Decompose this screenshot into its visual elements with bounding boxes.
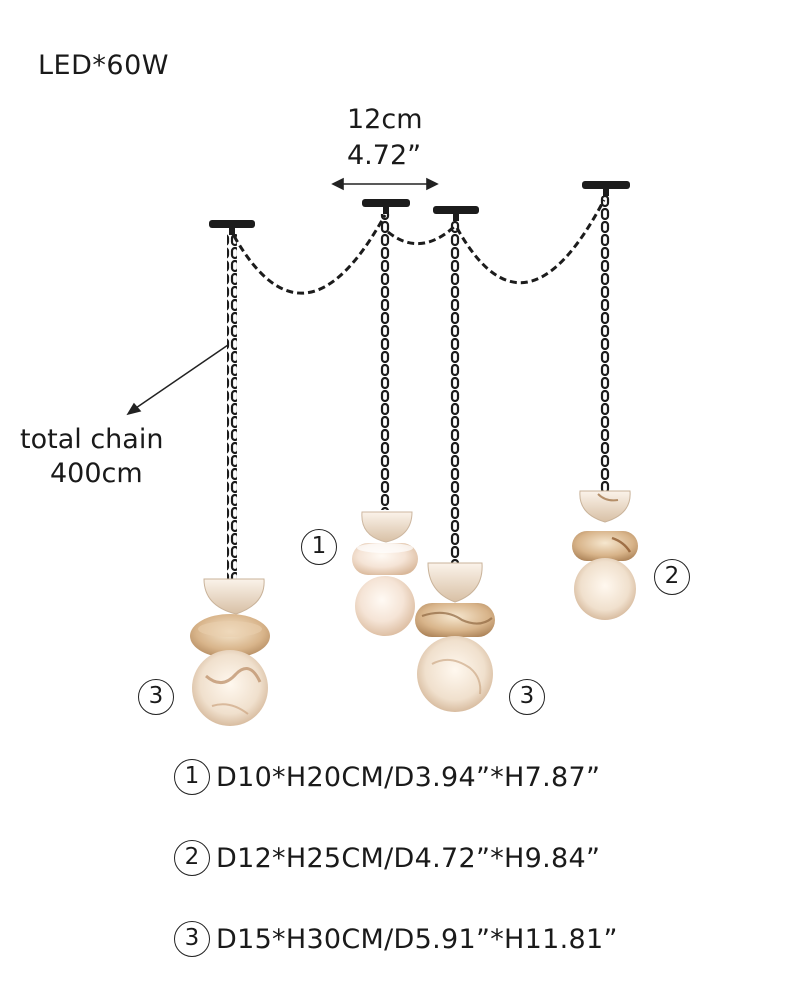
spacing-cm-label: 12cm xyxy=(347,104,423,135)
drape-3 xyxy=(455,199,606,285)
pendant-right xyxy=(572,490,638,620)
spec-row-2: 2 D12*H25CM/D4.72”*H9.84” xyxy=(174,838,600,878)
spec-text-1: D10*H20CM/D3.94”*H7.87” xyxy=(216,761,601,793)
chain-right xyxy=(600,196,610,492)
spec-number-2: 2 xyxy=(174,840,210,876)
callout-size-3-right: 3 xyxy=(509,679,545,715)
chain-left xyxy=(227,234,237,580)
hanging-chains xyxy=(227,196,610,580)
callout-size-3-left: 3 xyxy=(138,679,174,715)
spec-row-3: 3 D15*H30CM/D5.91”*H11.81” xyxy=(174,919,618,959)
spec-number-3: 3 xyxy=(174,921,210,957)
chain-length-arrow xyxy=(126,344,229,416)
pendant-center-left xyxy=(352,511,418,636)
ceiling-canopies xyxy=(209,181,630,235)
spacing-dimension-arrow xyxy=(331,177,439,191)
canopy-1 xyxy=(209,220,255,228)
drape-1 xyxy=(232,214,387,295)
chain-length-value: 400cm xyxy=(50,458,143,489)
power-rating: LED*60W xyxy=(38,50,169,81)
spec-text-2: D12*H25CM/D4.72”*H9.84” xyxy=(216,842,601,874)
chain-center-2 xyxy=(450,220,460,564)
spec-number-1: 1 xyxy=(174,759,210,795)
draped-chains xyxy=(232,199,606,295)
callout-size-1: 1 xyxy=(301,529,337,565)
spec-text-3: D15*H30CM/D5.91”*H11.81” xyxy=(216,923,618,955)
callout-size-2: 2 xyxy=(654,559,690,595)
spacing-inch-label: 4.72” xyxy=(347,140,422,171)
canopy-2 xyxy=(362,199,410,207)
chain-center-1 xyxy=(380,214,390,510)
canopy-4 xyxy=(582,181,630,189)
drape-2 xyxy=(387,224,457,246)
canopy-3 xyxy=(433,206,479,214)
spec-row-1: 1 D10*H20CM/D3.94”*H7.87” xyxy=(174,757,600,797)
pendant-left xyxy=(190,578,270,726)
chain-length-label: total chain xyxy=(20,424,164,455)
pendant-center-right xyxy=(415,562,495,712)
